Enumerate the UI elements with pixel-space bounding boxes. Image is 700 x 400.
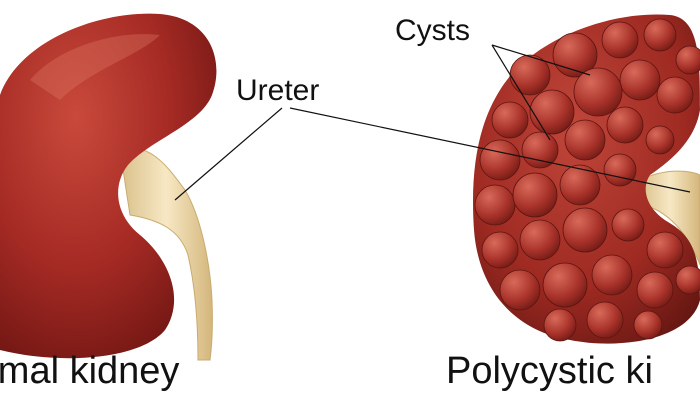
- ureter-label: Ureter: [236, 74, 320, 107]
- normal-ureter: [119, 147, 213, 361]
- ureter-leader-polycystic: [289, 107, 691, 193]
- cysts-label: Cysts: [395, 14, 470, 47]
- normal-kidney-highlight: [30, 34, 160, 100]
- cysts-leader-1: [491, 44, 591, 76]
- normal-kidney-label: ormal kidney: [0, 350, 180, 392]
- cysts-leader-2: [491, 44, 551, 141]
- leader-lines: [174, 44, 691, 201]
- ureter-leader-normal: [174, 107, 283, 201]
- cysts-cluster: [474, 18, 700, 342]
- normal-kidney: [0, 13, 217, 359]
- polycystic-kidney-label: Polycystic ki: [446, 350, 653, 392]
